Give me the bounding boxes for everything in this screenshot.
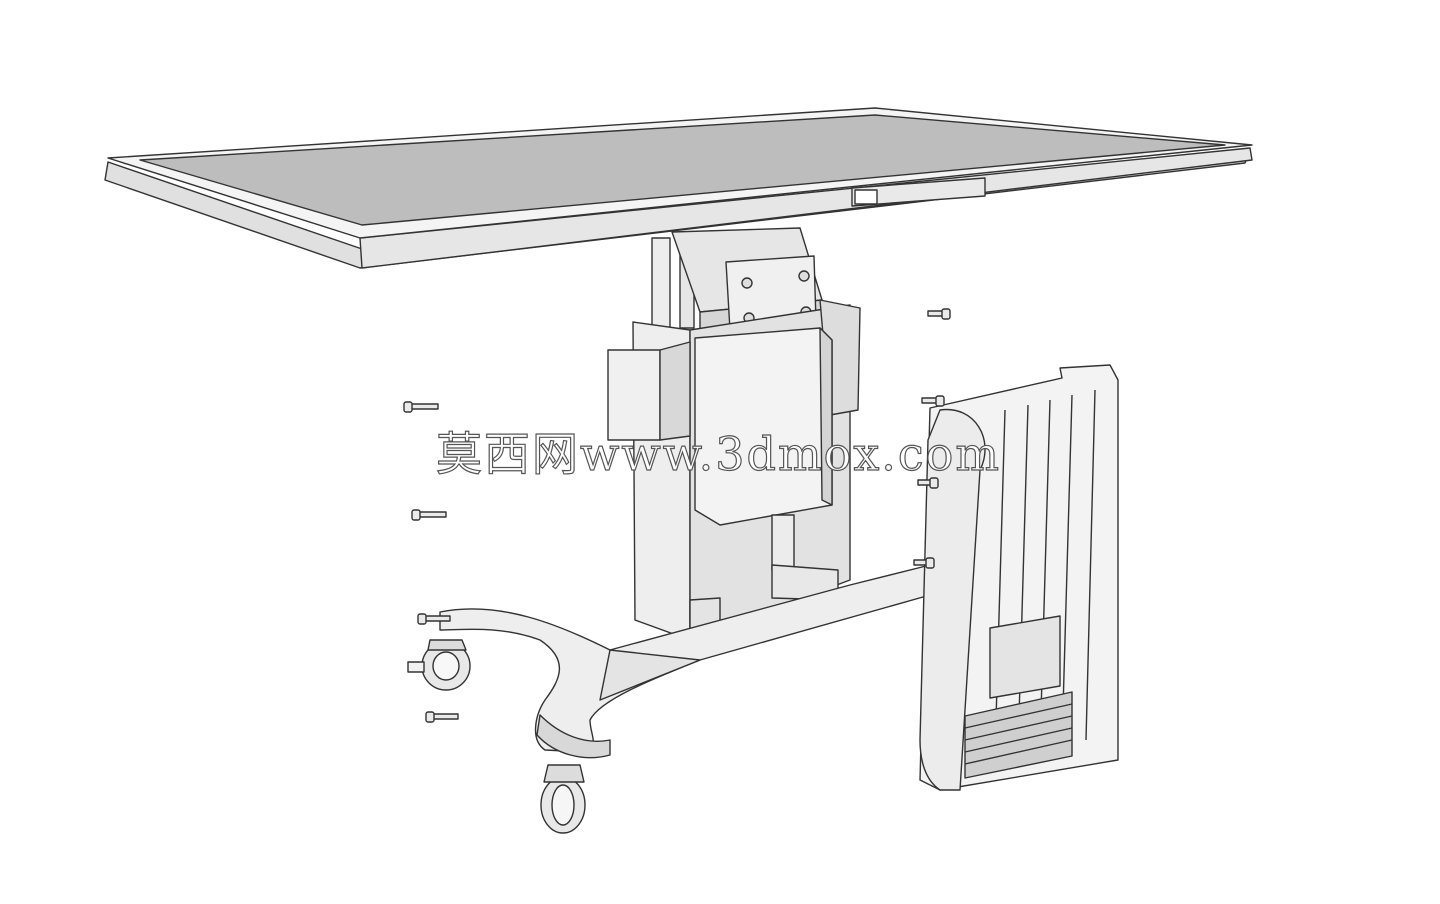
column-assembly: [607, 227, 861, 641]
screw-2: [411, 509, 447, 521]
vent-grille: [964, 691, 1073, 779]
screw-5: [927, 308, 951, 320]
screw-7: [917, 477, 939, 489]
screw-1: [403, 401, 439, 413]
rear-cover: [919, 364, 1119, 791]
screw-3: [417, 613, 451, 625]
screen: [139, 114, 1226, 226]
screw-4: [425, 711, 459, 723]
display-panel: [104, 107, 1253, 269]
caster-left: [407, 639, 471, 691]
watermark-text: 莫西网www.3dmox.com: [435, 426, 1001, 481]
base: [439, 564, 931, 759]
screws: [403, 308, 951, 723]
caster-front: [540, 764, 586, 834]
cover-label-plate: [989, 615, 1061, 699]
screw-8: [913, 557, 935, 569]
screw-6: [921, 395, 945, 407]
